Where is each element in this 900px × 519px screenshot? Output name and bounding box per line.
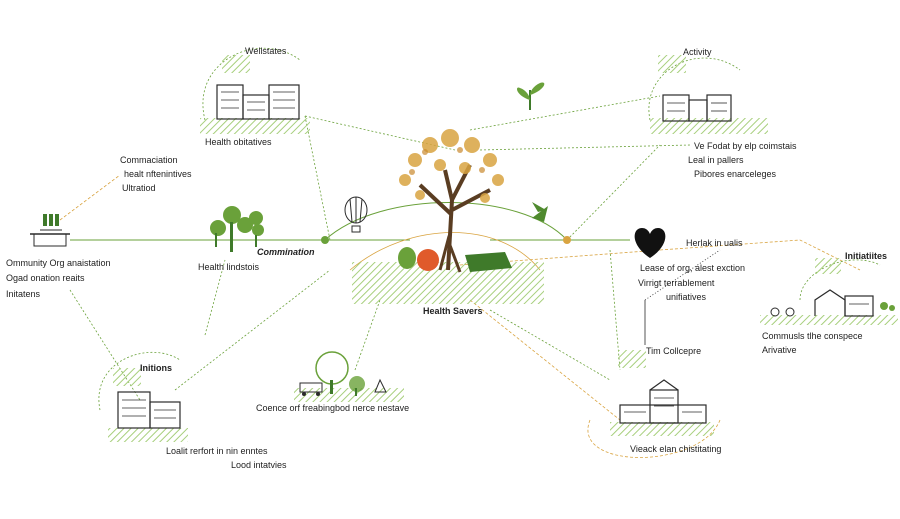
bottom-left-line-1: Loalit rerfort in nin enntes (166, 446, 268, 456)
cucumber-icon (465, 252, 512, 272)
bottom-right-caption: Vieack elan chistitating (630, 444, 722, 454)
trees-icon-left (210, 206, 264, 252)
node-caption-top-left: Health obitatives (205, 137, 272, 147)
node-line-top-right-2: Leal in pallers (688, 155, 744, 165)
central-tree-icon (352, 129, 544, 304)
bottom-mid-caption: Coence orf freabingbod nerce nestave (256, 403, 410, 413)
node-line-top-right-1: Ve Fodat by elp coimstais (694, 141, 797, 151)
sprout-icon (517, 82, 545, 110)
park-icon-bottom (294, 351, 404, 402)
balloon-icon (344, 196, 368, 233)
building-icon-top-right (650, 55, 768, 134)
hub-dot-right (563, 236, 571, 244)
far-right-line-2: Arivative (762, 345, 797, 355)
building-icon-bottom-right (610, 350, 714, 436)
hub-dot-left (321, 236, 329, 244)
link-label-commination: Commination (257, 247, 315, 257)
bottom-right-title: Tim Collcepre (646, 346, 702, 356)
heart-line-3: unifiatives (666, 292, 707, 302)
apple-icon (398, 247, 416, 269)
left-bullet-1: Commaciation (120, 155, 178, 165)
community-garden-icon (30, 214, 70, 247)
left-bullet-3: Ultratiod (122, 183, 156, 193)
leaf-icon (530, 202, 548, 222)
far-right-title: Initiatiites (845, 251, 888, 261)
bottom-left-title: Initions (140, 363, 172, 373)
node-title-top-left: Wellstates (245, 46, 287, 56)
center-label: Health Savers (423, 306, 483, 316)
far-left-line-3: Initatens (6, 289, 41, 299)
node-line-top-right-3: Pibores enarceleges (694, 169, 777, 179)
heart-line-1: Lease of org, alest exction (640, 263, 746, 273)
far-left-line-2: Ogad onation reaits (6, 273, 85, 283)
houses-icon-far-right (760, 258, 898, 325)
trees-caption: Health lindstois (198, 262, 260, 272)
far-left-line-1: Ommunity Org anaistation (6, 258, 111, 268)
tomato-icon (417, 249, 439, 271)
connector-lines (59, 47, 881, 458)
heart-line-2: Virrigt terrablement (638, 278, 715, 288)
far-right-line-1: Commusls tlhe conspece (762, 331, 863, 341)
heart-icon (634, 228, 666, 258)
left-bullet-2: healt nftenintives (124, 169, 192, 179)
building-icon-bottom-left (108, 368, 188, 442)
node-title-top-right: Activity (683, 47, 712, 57)
bottom-left-line-2: Lood intatvies (231, 460, 287, 470)
heart-title: Herlak in ualis (686, 238, 743, 248)
building-icon-top-left (200, 55, 310, 134)
